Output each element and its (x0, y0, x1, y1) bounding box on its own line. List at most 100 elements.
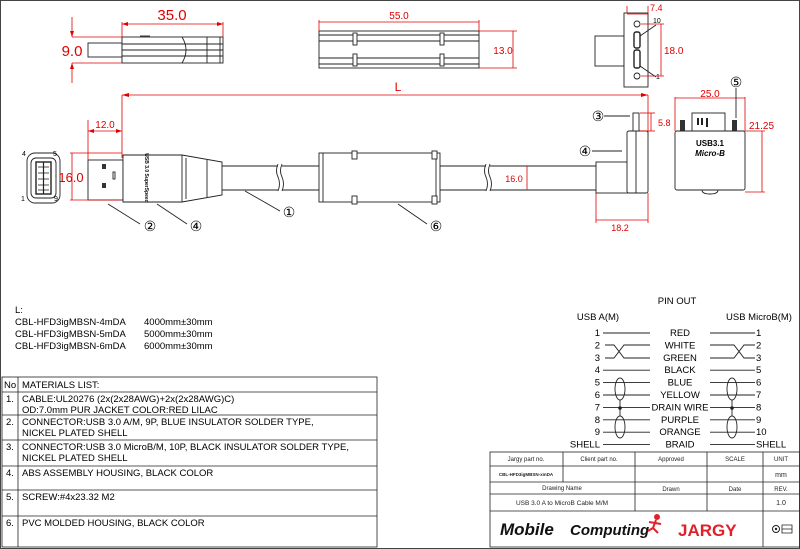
pinout-wiring-marks (605, 344, 755, 439)
pinout-right-pin: 2 (756, 340, 761, 351)
microb-logo-line1: USB3.1 (696, 139, 725, 148)
pin-label-1: 1 (21, 196, 25, 203)
drawing-name-value: USB 3.0 A to MicroB Cable M/M (516, 500, 608, 507)
dim-7.4: 7.4 (650, 3, 663, 13)
pinout-wire-color: DRAIN WIRE (652, 402, 709, 413)
pinout-left-pin: 4 (595, 365, 600, 376)
date-label: Date (729, 487, 742, 493)
pin-label-5: 5 (53, 151, 57, 158)
microb-pin-1: 1 (656, 74, 660, 81)
usba-front-view: 4 5 1 9 (21, 151, 61, 204)
pinout-left-pin: 9 (595, 427, 600, 438)
pinout-right-pin: 8 (756, 402, 761, 413)
pinout-wire-color: PURPLE (661, 415, 699, 426)
pinout-right-pin: 7 (756, 390, 761, 401)
microb-front-view: USB3.1 Micro-B (674, 112, 746, 195)
logo-jargy: JARGY (678, 521, 737, 540)
approved-label: Approved (658, 457, 684, 463)
runner-icon (647, 514, 662, 534)
dimension-microb-front-height: 21.25 (745, 121, 774, 193)
length-part: CBL-HFD3igMBSN-4mDA (15, 317, 127, 328)
pinout-right-pin: SHELL (756, 440, 786, 451)
title-block: Jargy part no. Client part no. Approved … (489, 451, 800, 548)
dim-13: 13.0 (493, 46, 513, 57)
pinout-right-pin: 6 (756, 378, 761, 389)
pinout-left-pin: 5 (595, 378, 600, 389)
pinout-left-pin: SHELL (570, 440, 600, 451)
logo-mobile: Mobile (500, 520, 554, 539)
dimension-length-L: L (121, 80, 649, 158)
dim-35: 35.0 (157, 7, 186, 24)
length-part: CBL-HFD3igMBSN-5mDA (15, 329, 127, 340)
usba-plug-top-view (87, 35, 224, 64)
microb-logo-line2: Micro-B (695, 149, 725, 158)
length-table: L: CBL-HFD3igMBSN-4mDA 4000mm±30mm CBL-H… (15, 305, 213, 352)
dimension-plug-length: 35.0 (121, 7, 224, 37)
usba-logo-marking: USB 3.0 SuperSpeed (143, 153, 149, 202)
dim-25: 25.0 (700, 89, 720, 100)
drawn-label: Drawn (662, 487, 679, 493)
pinout-left-pin: 6 (595, 390, 600, 401)
dimension-ferrite-length: 55.0 (318, 11, 480, 31)
pinout-wire-color: BRAID (665, 440, 694, 451)
part-no-value: CBL-HFD3igMBSN-xmDA (499, 472, 554, 477)
material-description: CONNECTOR:USB 3.0 A/M, 9P, BLUE INSULATO… (22, 417, 314, 428)
dimension-microb-width: 7.4 (626, 3, 663, 15)
dimension-plug-height: 9.0 (62, 17, 122, 83)
materials-table: No MATERIALS LIST: 1.CABLE:UL20276 (2x(2… (1, 376, 378, 548)
rev-label: REV. (774, 487, 788, 493)
dimension-plug-tip: 12.0 (87, 120, 122, 160)
material-no: 2. (6, 417, 14, 428)
callout-5: ⑤ (730, 74, 743, 90)
rev-value: 1.0 (776, 500, 786, 507)
microb-top-view: 10 1 (594, 12, 661, 88)
cable (222, 163, 596, 192)
material-description: ABS ASSEMBLY HOUSING, BLACK COLOR (22, 468, 213, 479)
callout-leaders (107, 88, 737, 225)
material-description-cont: NICKEL PLATED SHELL (22, 428, 128, 439)
material-no: 3. (6, 442, 14, 453)
pinout-right-pin: 3 (756, 353, 761, 364)
dim-16-cable: 16.0 (505, 174, 523, 184)
length-table-title: L: (15, 305, 23, 316)
dim-18.2: 18.2 (611, 223, 629, 233)
material-description: CONNECTOR:USB 3.0 MicroB/M, 10P, BLACK I… (22, 442, 349, 453)
pinout-wire-color: RED (670, 328, 690, 339)
company-logos: Mobile Computing JARGY (500, 514, 793, 540)
length-value: 5000mm±30mm (144, 329, 213, 340)
dimension-cable-od: 16.0 (505, 166, 528, 190)
material-no: 4. (6, 468, 14, 479)
dimension-microb-tip: 5.8 (640, 112, 671, 132)
length-value: 4000mm±30mm (144, 317, 213, 328)
pinout-wire-color: GREEN (663, 353, 697, 364)
pinout-right-pin: 10 (756, 427, 767, 438)
microb-side-view (595, 112, 649, 194)
logo-computing: Computing (570, 522, 649, 539)
material-no: 6. (6, 518, 14, 529)
material-description: SCREW:#4x23.32 M2 (22, 492, 115, 503)
callout-2: ② (144, 218, 157, 234)
dim-21.25: 21.25 (749, 121, 774, 132)
material-description-cont: NICKEL PLATED SHELL (22, 453, 128, 464)
projection-symbol-icon (772, 524, 793, 534)
pinout-right-pin: 9 (756, 415, 761, 426)
callout-3: ③ (592, 108, 605, 124)
pinout-wire-color: WHITE (665, 340, 696, 351)
pinout-wire-color: BLACK (664, 365, 696, 376)
pinout-right-pin: 5 (756, 365, 761, 376)
dim-12: 12.0 (95, 120, 115, 131)
pinout-left-pin: 7 (595, 402, 600, 413)
materials-header: MATERIALS LIST: (22, 380, 99, 391)
dimension-ferrite-height: 13.0 (479, 30, 517, 69)
unit-label: UNIT (774, 457, 788, 463)
drawing-name-label: Drawing Name (542, 486, 582, 492)
dim-16: 16.0 (58, 170, 83, 185)
dimension-microb-height: 18.0 (641, 23, 684, 77)
callout-4-microb: ④ (579, 143, 592, 159)
dim-5.8: 5.8 (658, 118, 671, 128)
dim-L: L (395, 80, 402, 94)
callout-4: ④ (190, 218, 203, 234)
length-part: CBL-HFD3igMBSN-6mDA (15, 341, 127, 352)
callout-1: ① (283, 204, 296, 220)
